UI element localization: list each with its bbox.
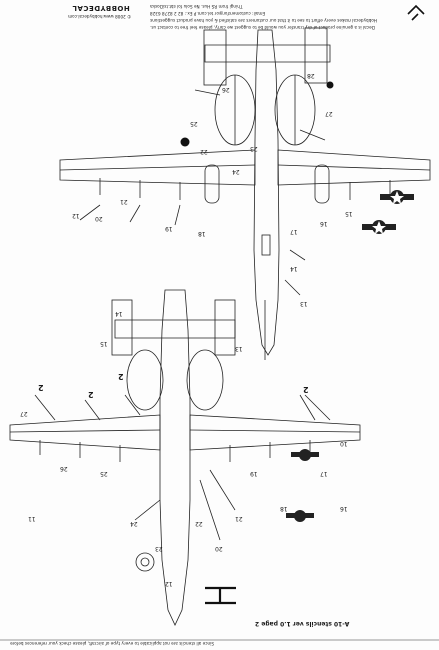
star-roundel-icon — [380, 190, 414, 204]
callout-number: 27 — [20, 410, 28, 417]
callout-number: 24 — [232, 168, 240, 175]
callout-number: 25 — [190, 120, 198, 127]
address-line: Thingi from RS Hus. Ne Solu fol sbt.tsiD… — [150, 4, 243, 9]
callout-number: 22 — [195, 520, 203, 527]
callout-number: 2 — [88, 390, 94, 399]
callout-number: 20 — [215, 545, 223, 552]
section-marker — [205, 586, 236, 605]
callout-number: 13 — [235, 345, 243, 352]
star-roundel-icon — [362, 220, 396, 234]
callout-number: 15 — [345, 210, 353, 217]
callout-number: 12 — [165, 580, 173, 587]
callout-number: 22 — [200, 148, 208, 155]
callout-number: 26 — [60, 465, 68, 472]
callout-number: 14 — [290, 265, 298, 272]
callout-number: 12 — [72, 212, 80, 219]
callout-number: 15 — [100, 340, 108, 347]
callout-number: 2 — [118, 372, 124, 381]
callout-number: 19 — [250, 470, 258, 477]
callout-number: 2 — [38, 383, 44, 392]
callout-number: 13 — [300, 300, 308, 307]
callout-number: 24 — [130, 520, 138, 527]
callout-number: 16 — [340, 505, 348, 512]
callout-number: 21 — [120, 198, 128, 205]
callout-number: 14 — [115, 310, 123, 317]
note-line-2: Decal is a genuine product of dry transf… — [150, 25, 375, 30]
callout-number: 23 — [155, 545, 163, 552]
star-roundel-icon — [286, 510, 314, 522]
callout-number: 11 — [28, 515, 36, 522]
upper-aircraft-view — [59, 27, 431, 360]
callout-number: 10 — [340, 440, 348, 447]
copyright-line: © 2008 www.hobbydecal.com — [68, 14, 132, 19]
callout-number: 27 — [325, 110, 333, 117]
callout-number: 28 — [307, 72, 315, 79]
star-roundel-icon — [291, 449, 319, 461]
callout-number: 17 — [290, 228, 298, 235]
callout-number: 16 — [320, 220, 328, 227]
callout-number: 21 — [235, 515, 243, 522]
callout-number: 20 — [95, 215, 103, 222]
brand-name: HOBBYDECAL — [72, 4, 130, 12]
footer-note: Since all stencils are not applicable to… — [10, 641, 214, 646]
callout-number: 23 — [250, 145, 258, 152]
sheet-title: A-10 stencils ver 1.0 page 2 — [255, 620, 350, 627]
lower-aircraft-view — [9, 289, 361, 626]
email-line: Email: customersfor@or tel.com.P Ex.: 82… — [150, 11, 266, 16]
callout-number: 26 — [222, 86, 230, 93]
callout-number: 18 — [280, 505, 288, 512]
callout-number: 17 — [320, 470, 328, 477]
callout-number: 2 — [303, 385, 309, 394]
callout-number: 19 — [165, 225, 173, 232]
fuel-symbol-icon — [180, 81, 334, 147]
note-line-1: Hobbydecal makes every effort to see to … — [150, 18, 378, 23]
callout-number: 18 — [198, 230, 206, 237]
callout-number: 25 — [100, 470, 108, 477]
brand-logo-icon — [407, 4, 425, 21]
